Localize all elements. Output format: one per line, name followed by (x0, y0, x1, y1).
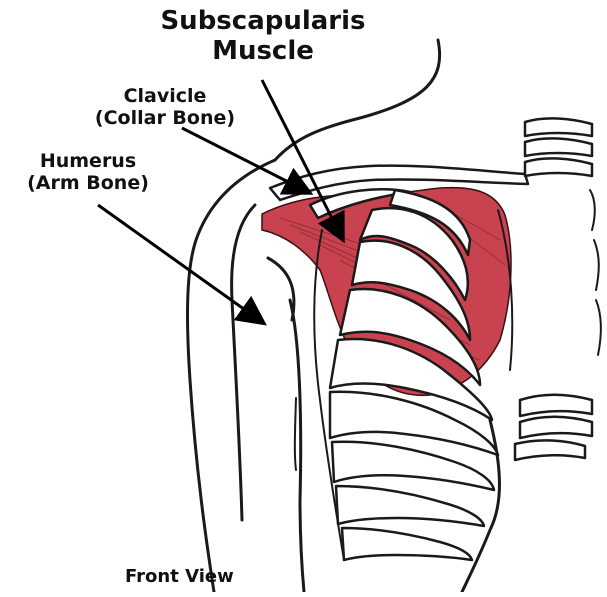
inner-arm-outline (290, 300, 304, 592)
humerus-label: Humerus (Arm Bone) (8, 150, 168, 194)
title-line-1: Subscapularis (128, 6, 398, 36)
humerus-label-line-1: Humerus (8, 150, 168, 172)
clavicle-label-line-1: Clavicle (70, 85, 260, 107)
clavicle-label-line-2: (Collar Bone) (70, 107, 260, 129)
humerus-bone (232, 205, 255, 520)
humerus-label-line-2: (Arm Bone) (8, 172, 168, 194)
view-caption: Front View (125, 567, 295, 587)
arm-crease (295, 398, 296, 470)
humerus-pointer-arrow (98, 205, 262, 322)
spine-vertebrae (515, 118, 601, 460)
clavicle-label: Clavicle (Collar Bone) (70, 85, 260, 129)
clavicle-pointer-arrow (182, 128, 308, 192)
humerus-bone-inner (268, 258, 294, 320)
diagram-title: Subscapularis Muscle (128, 6, 398, 66)
title-line-2: Muscle (128, 36, 398, 66)
